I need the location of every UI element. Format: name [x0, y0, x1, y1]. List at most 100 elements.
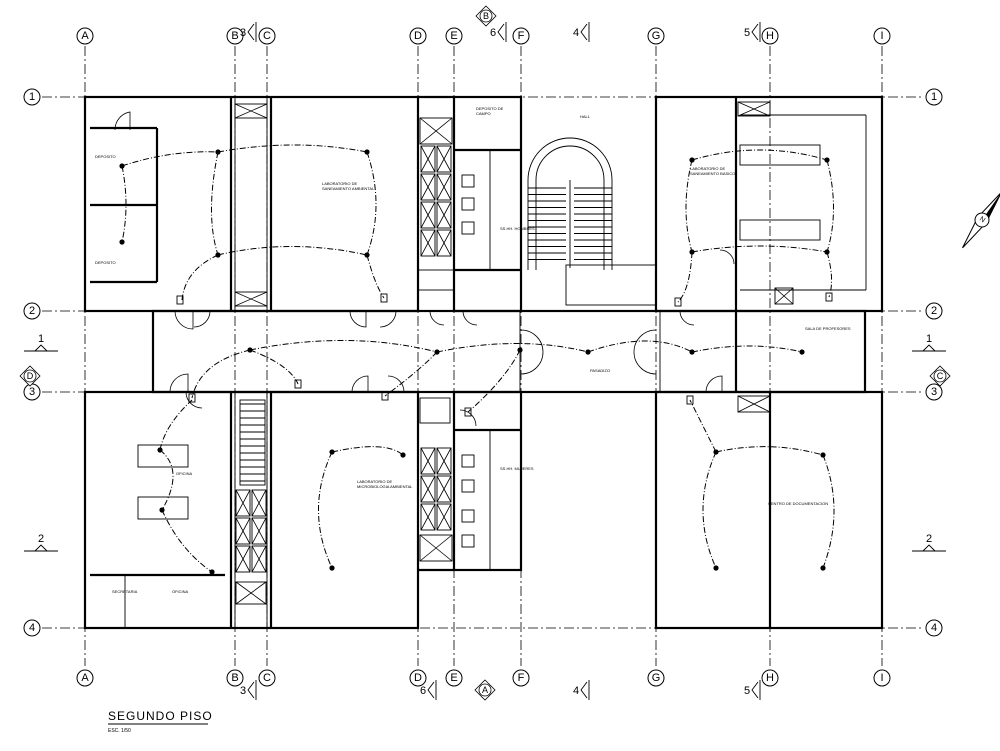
side-section-label: 2	[38, 533, 44, 545]
side-section-cut: 1	[24, 333, 58, 352]
luminaire	[215, 149, 221, 155]
luminaire	[247, 347, 253, 353]
grid-col-label: F	[518, 30, 525, 42]
drawing-scale: ESC. 1/50	[108, 728, 131, 734]
sanitary-fixtures	[137, 144, 821, 548]
grid-row-label: 1	[931, 91, 937, 103]
luminaire	[824, 157, 830, 163]
luminaire	[159, 507, 165, 513]
section-mark: 5	[744, 22, 761, 42]
section-mark: 4	[573, 680, 590, 700]
grid-col-label: C	[263, 30, 271, 42]
duct-shafts	[234, 101, 794, 605]
room-label: CENTRO DE DOCUMENTACION	[768, 501, 828, 506]
room-label: HALL	[580, 114, 591, 119]
grid-col-label: I	[880, 30, 883, 42]
luminaire	[329, 449, 335, 455]
grid-bubble-col: H	[761, 27, 779, 45]
elevation-label-bottom: A	[482, 685, 488, 695]
grid-col-label: E	[450, 30, 457, 42]
grid-bubble-col: I	[873, 669, 891, 687]
grid-bubble-row: 4	[23, 619, 41, 637]
elevation-mark-left: D	[19, 365, 41, 387]
room-label: SALA DE PROFESORES	[805, 326, 851, 331]
side-section-cut: 2	[912, 533, 946, 552]
room-label: DEPOSITO DE	[476, 106, 504, 111]
grid-col-label: A	[81, 672, 89, 684]
interior-partitions	[90, 97, 867, 628]
grid-bubble-col: H	[761, 669, 779, 687]
section-mark-label: 6	[420, 685, 426, 697]
switch	[825, 292, 833, 302]
luminaire	[689, 249, 695, 255]
elevation-mark-bottom: A	[474, 679, 496, 701]
grid-bubble-row: 3	[23, 383, 41, 401]
room-label: DEPOSITO	[95, 154, 116, 159]
grid-col-label: B	[231, 672, 238, 684]
grid-row-label: 2	[931, 305, 937, 317]
grid-row-label: 2	[29, 305, 35, 317]
elevation-mark-top: B	[475, 5, 497, 27]
grid-bubble-col: I	[873, 27, 891, 45]
luminaire	[434, 349, 440, 355]
grid-bubble-col: D	[409, 27, 427, 45]
room-label: LABORATORIO DE	[357, 479, 393, 484]
grid-bubble-col: B	[226, 27, 244, 45]
room-label: SS.HH. HOMBRES	[500, 226, 535, 231]
switch	[294, 379, 302, 389]
elevation-label-right: C	[937, 371, 944, 381]
section-mark-label: 6	[490, 27, 496, 39]
grid-bubbles: A A B B C C D D E E F F G G H H I I 1 1 2 2 3 3 4 4	[23, 27, 943, 687]
grid-bubble-row: 4	[925, 619, 943, 637]
room-label: MICROBIOLOGIA AMBIENTAL	[357, 484, 413, 489]
room-label: SANEAMIENTO AMBIENTAL	[322, 186, 375, 191]
elevation-mark-right: C	[929, 365, 951, 387]
section-mark-label: 3	[240, 685, 246, 697]
grid-row-label: 4	[29, 622, 35, 634]
section-mark-label: 5	[744, 685, 750, 697]
luminaire	[713, 449, 719, 455]
grid-bubble-col: B	[226, 669, 244, 687]
luminaire	[820, 452, 826, 458]
luminaire	[689, 349, 695, 355]
section-mark: 3	[240, 22, 257, 42]
section-mark-label: 4	[573, 685, 579, 697]
side-stair	[239, 399, 266, 486]
grid-bubble-col: F	[512, 669, 530, 687]
grid-col-label: I	[880, 672, 883, 684]
luminaire	[364, 149, 370, 155]
switch	[176, 295, 184, 305]
grid-bubble-row: 1	[925, 88, 943, 106]
grid-row-label: 3	[931, 386, 937, 398]
electrical-wiring	[121, 144, 835, 573]
grid-bubble-col: A	[76, 669, 94, 687]
section-mark-label: 3	[240, 27, 246, 39]
luminaire	[119, 163, 125, 169]
grid-bubble-col: G	[647, 669, 665, 687]
grid-rows	[42, 96, 924, 629]
exterior-walls	[83, 95, 884, 630]
luminaire	[209, 569, 215, 575]
luminaire	[400, 452, 406, 458]
grid-col-label: E	[450, 672, 457, 684]
grid-col-label: H	[766, 30, 774, 42]
grid-col-label: B	[231, 30, 238, 42]
luminaire	[119, 239, 125, 245]
grid-bubble-col: A	[76, 27, 94, 45]
grid-bubble-col: G	[647, 27, 665, 45]
grid-col-label: H	[766, 672, 774, 684]
grid-bubble-row: 3	[925, 383, 943, 401]
switch	[464, 407, 472, 417]
doors	[114, 111, 735, 427]
room-label: OFICINA	[176, 471, 193, 476]
luminaire	[517, 347, 523, 353]
room-label: OFICINA	[172, 589, 189, 594]
luminaire	[329, 565, 335, 571]
section-mark-label: 5	[744, 27, 750, 39]
grid-bubble-col: E	[445, 669, 463, 687]
switch	[686, 395, 694, 405]
grid-col-label: D	[414, 672, 422, 684]
switch	[674, 297, 682, 307]
drawing-title: SEGUNDO PISO	[108, 709, 213, 723]
